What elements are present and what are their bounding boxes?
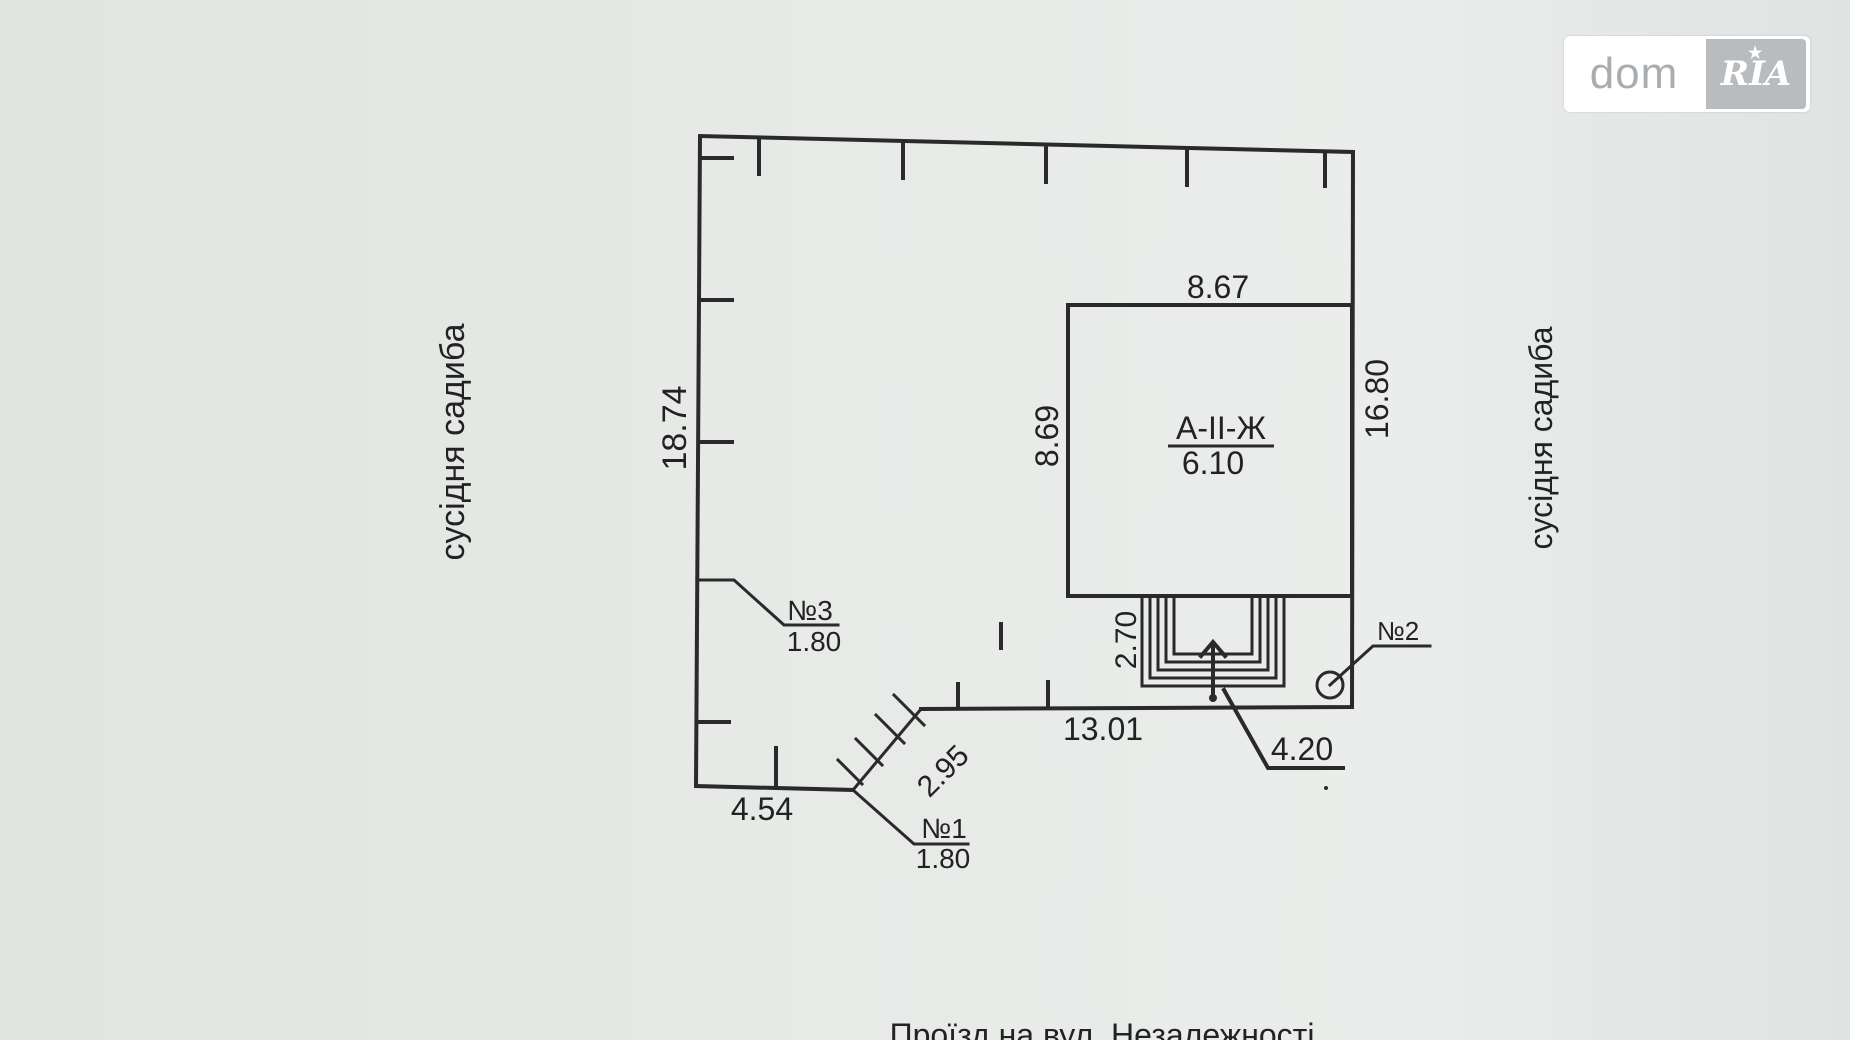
marker-1-leader (850, 787, 970, 846)
street-label: Проїзд на вул. Незалежності (890, 1017, 1315, 1040)
marker-2-leader (1327, 644, 1432, 688)
bottom-right-dimension: 13.01 (1063, 711, 1143, 747)
logo-badge: ★ RIA (1706, 39, 1806, 109)
house-outline (1066, 303, 1354, 598)
neighbor-left-label: сусідня садиба (434, 323, 472, 560)
porch-height-dimension: 2.70 (1110, 611, 1143, 669)
marker-2-label: №2 (1377, 616, 1419, 646)
neighbor-right-label: сусідня садиба (1523, 326, 1559, 549)
plot-boundary (693, 133, 1356, 793)
logo-badge-text: RIA (1720, 54, 1792, 94)
plot-left-dimension: 18.74 (656, 385, 694, 470)
house-top-dimension: 8.67 (1187, 269, 1249, 305)
house-side-dimension: 8.69 (1029, 405, 1065, 467)
porch-width-leader (1221, 687, 1345, 770)
marker-1-value: 1.80 (916, 843, 971, 874)
gate-hatch (835, 692, 927, 793)
plot-right-dimension: 16.80 (1359, 359, 1395, 439)
logo-brand: dom (1589, 49, 1679, 98)
marker-3-leader (698, 578, 840, 627)
domria-logo: dom ★ RIA (1564, 36, 1810, 112)
marker-1-label: №1 (921, 813, 967, 844)
entry-arrowhead (1198, 638, 1228, 659)
gate-dimension: 2.95 (911, 739, 976, 804)
arrow-dot (1209, 694, 1217, 702)
star-icon: ★ (1748, 43, 1763, 62)
porch-width-dimension: 4.20 (1271, 731, 1333, 767)
bottom-left-dimension: 4.54 (731, 791, 793, 827)
marker-3-value: 1.80 (787, 626, 842, 657)
marker-3-label: №3 (787, 595, 833, 626)
dot-mark (1324, 786, 1328, 790)
well-marker (1315, 670, 1345, 700)
building-code: А-ІІ-Ж (1176, 410, 1266, 446)
building-height: 6.10 (1182, 445, 1244, 481)
